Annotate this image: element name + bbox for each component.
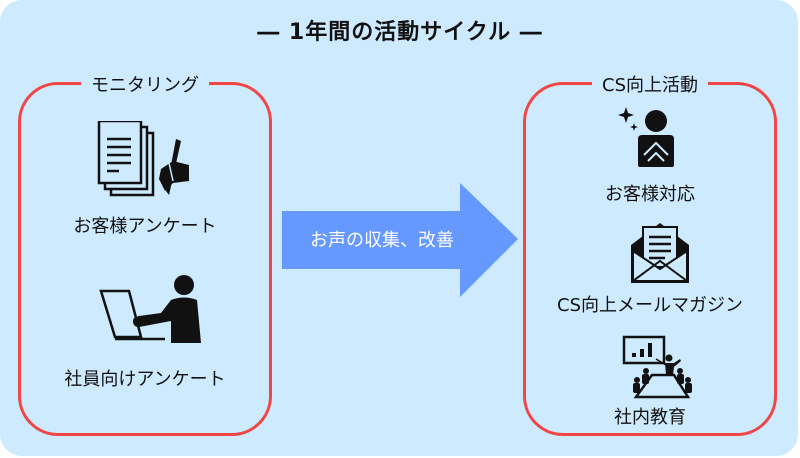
right-arrow-icon: [282, 183, 518, 297]
training-presentation-icon: [622, 335, 692, 399]
customer-service-label: お客様対応: [605, 184, 695, 205]
bowing-person-icon: [618, 107, 674, 167]
employee-survey-label: 社員向けアンケート: [64, 369, 226, 390]
person-laptop-icon: [99, 275, 201, 343]
diagram-title: ― 1年間の活動サイクル ―: [257, 20, 543, 45]
cs-activities-panel-label: CS向上活動: [592, 71, 708, 97]
cs-activities-panel: CS向上活動 お客様対応 CS向上メールマガジン 社内教育: [523, 71, 777, 436]
envelope-letter-icon: [631, 223, 689, 283]
internal-training-label: 社内教育: [614, 407, 686, 428]
cs-newsletter-label: CS向上メールマガジン: [557, 295, 743, 316]
customer-survey-label: お客様アンケート: [73, 216, 217, 237]
monitoring-panel: モニタリング お客様アンケート 社員向けアンケート: [18, 71, 272, 436]
document-pen-icon: [97, 121, 189, 197]
monitoring-panel-label: モニタリング: [81, 71, 209, 97]
arrow-label: お声の収集、改善: [310, 230, 454, 251]
